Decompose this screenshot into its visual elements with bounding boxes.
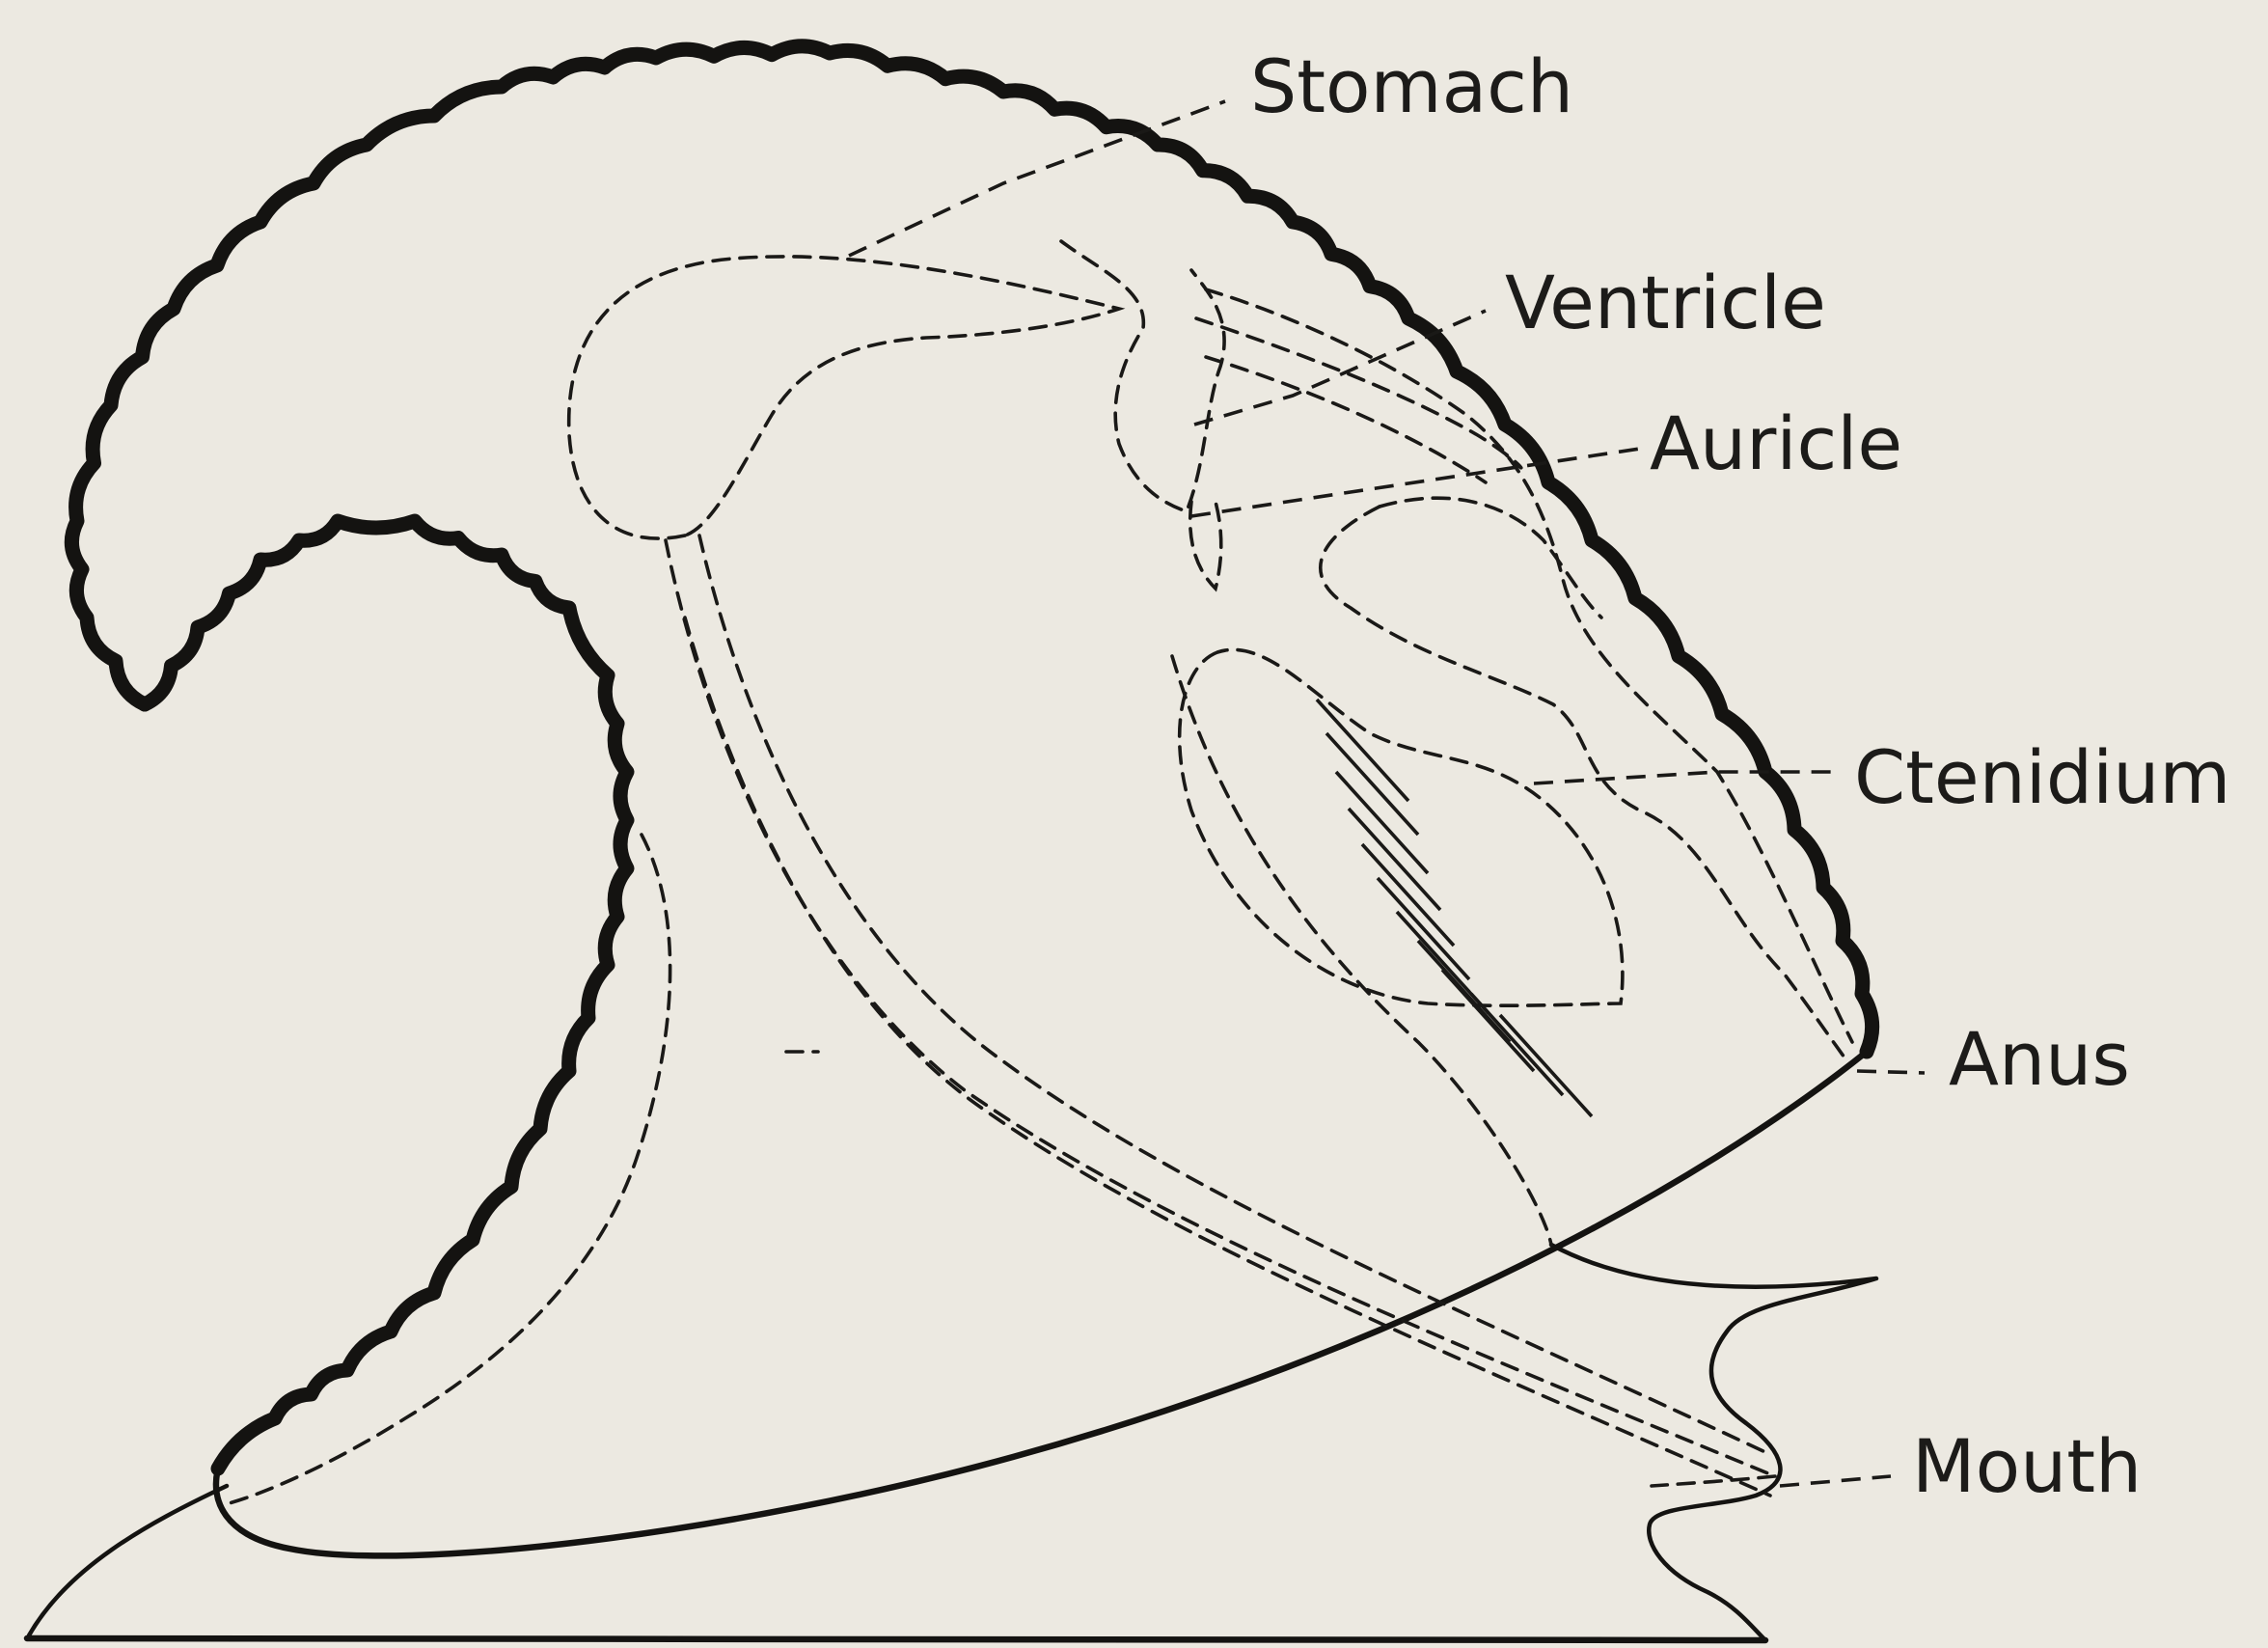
intestine-tube-outer	[666, 540, 1775, 1476]
mouth-channel	[1652, 1476, 1775, 1486]
ctenidium-leader	[1534, 772, 1833, 783]
hatch-line	[1362, 844, 1454, 946]
oesophagus-tube-3	[685, 618, 1770, 1496]
inner-arch-outline	[145, 521, 627, 1469]
intestine-tube-inner	[699, 536, 1765, 1452]
label-anus: Anus	[1949, 1016, 2130, 1102]
mouth-leader	[1780, 1476, 1891, 1486]
anus-leader	[1857, 1071, 1925, 1073]
hatch-line	[1336, 772, 1428, 873]
ground-line	[27, 1638, 1765, 1640]
stomach-leader	[849, 101, 1225, 256]
stomach-sac	[569, 257, 1119, 538]
hatch-line	[1471, 994, 1563, 1095]
hatch-line	[1317, 700, 1408, 801]
mantle-cavity-line	[1172, 656, 1551, 1245]
label-ctenidium: Ctenidium	[1854, 734, 2230, 820]
pericardial-line-1	[1196, 318, 1521, 468]
label-mouth: Mouth	[1912, 1423, 2142, 1509]
label-ventricle: Ventricle	[1505, 260, 1826, 345]
ctenidium-hatching	[1317, 700, 1592, 1116]
mantle-edge-line	[29, 1486, 227, 1635]
hatch-line	[1500, 1015, 1592, 1116]
ctenidium-outline	[1180, 649, 1623, 1005]
head-outline	[1551, 1245, 1876, 1640]
ventricle	[1061, 241, 1224, 511]
foot-outline	[216, 1052, 1867, 1555]
pericardial-line-2	[1206, 357, 1486, 482]
label-stomach: Stomach	[1250, 43, 1573, 129]
gill-chamber-top	[1380, 498, 1601, 618]
label-auricle: Auricle	[1650, 400, 1902, 486]
hatch-line	[1442, 970, 1534, 1071]
